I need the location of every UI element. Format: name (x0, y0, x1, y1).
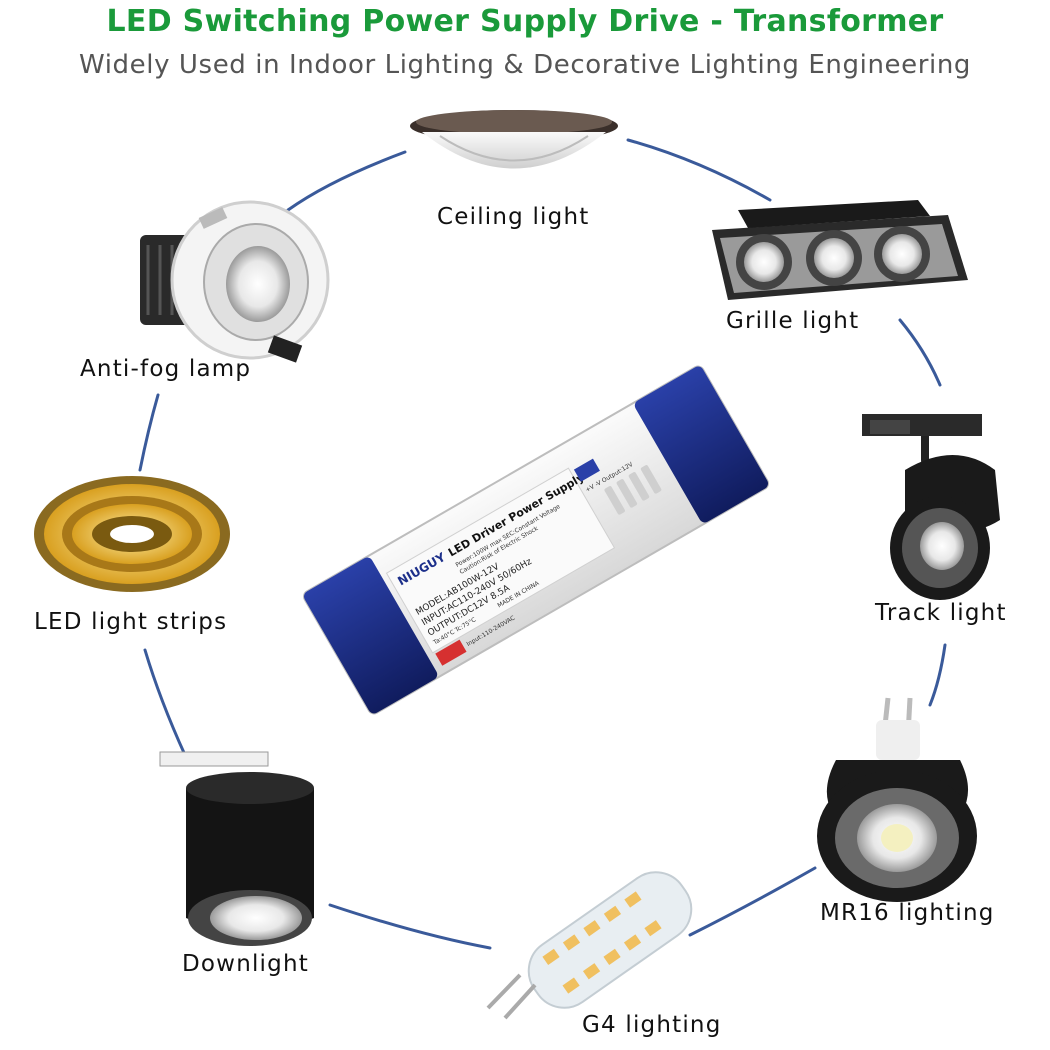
label-anti-fog-lamp: Anti-fog lamp (80, 356, 252, 382)
g4-bulb-image (486, 871, 693, 1020)
track-light-image (862, 414, 1000, 600)
label-downlight: Downlight (182, 951, 309, 977)
connection-ring (138, 138, 947, 950)
label-track-light: Track light (875, 600, 1007, 626)
led-strip-reel-image (34, 476, 230, 592)
page-title: LED Switching Power Supply Drive - Trans… (106, 4, 944, 39)
page-subtitle: Widely Used in Indoor Lighting & Decorat… (78, 50, 972, 80)
mr16-bulb-image (817, 697, 977, 902)
downlight-image (159, 751, 314, 946)
label-ceiling-light: Ceiling light (437, 204, 590, 230)
grille-light-image (712, 200, 968, 300)
anti-fog-lamp-image (140, 200, 330, 363)
label-g4-lighting: G4 lighting (582, 1012, 722, 1038)
label-mr16-lighting: MR16 lighting (820, 900, 995, 926)
led-driver-product: NIUGUY LED Driver Power Supply Power:100… (303, 365, 769, 715)
ceiling-light-image (410, 110, 618, 169)
label-grille-light: Grille light (726, 308, 860, 334)
label-led-light-strips: LED light strips (34, 609, 228, 635)
